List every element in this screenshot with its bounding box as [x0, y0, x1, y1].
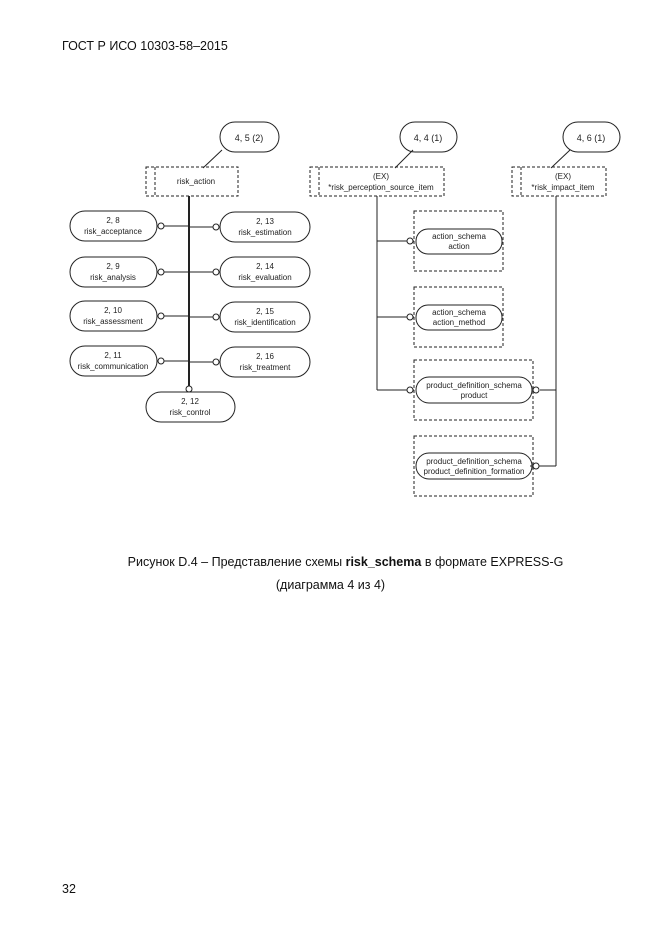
- schema-ref-oval: [415, 228, 503, 255]
- schema-ref-oval: [415, 452, 533, 480]
- ref-number: 2, 16: [256, 352, 274, 361]
- schema-item: action: [448, 242, 469, 251]
- ref-number: 2, 9: [106, 262, 120, 271]
- ref-number: 2, 13: [256, 217, 274, 226]
- schema-frame: [413, 210, 504, 272]
- relationship-end-circle: [406, 237, 414, 245]
- entity-box-risk-action: [145, 166, 239, 197]
- page-ref-label: 4, 6 (1): [577, 133, 606, 143]
- entity-label: risk_action: [177, 177, 215, 186]
- ref-oval: [219, 256, 311, 288]
- connector-line: [550, 149, 571, 169]
- connector-line: [202, 149, 223, 169]
- entity-box-impact: [511, 166, 607, 197]
- relationship-end-circle: [212, 223, 220, 231]
- schema-frame: [413, 359, 534, 421]
- ref-name: risk_control: [170, 408, 211, 417]
- ref-number: 2, 11: [104, 351, 122, 360]
- ref-number: 2, 10: [104, 306, 122, 315]
- relationship-end-circle: [157, 357, 165, 365]
- ref-name: risk_communication: [78, 362, 149, 371]
- ref-number: 2, 14: [256, 262, 274, 271]
- ref-name: risk_evaluation: [238, 273, 291, 282]
- page-ref-oval: [219, 121, 280, 153]
- page-ref-oval: [562, 121, 621, 153]
- ref-name: risk_analysis: [90, 273, 136, 282]
- ref-name: risk_treatment: [240, 363, 291, 372]
- document-header: ГОСТ Р ИСО 10303-58–2015: [62, 39, 228, 53]
- caption-line-2: (диаграмма 4 из 4): [275, 578, 386, 592]
- ref-oval: [69, 210, 158, 242]
- relationship-end-circle: [532, 462, 540, 470]
- page-number: 32: [62, 882, 76, 896]
- figure-caption: Рисунок D.4 – Представление схемы risk_s…: [0, 551, 661, 597]
- relationship-end-circle: [406, 386, 414, 394]
- ref-name: risk_identification: [234, 318, 295, 327]
- ref-oval: [219, 211, 311, 243]
- schema-item: product: [461, 391, 488, 400]
- entity-label: (EX): [555, 172, 571, 181]
- schema-ref-oval: [415, 376, 533, 404]
- ref-oval: [69, 256, 158, 288]
- page-ref-label: 4, 4 (1): [414, 133, 443, 143]
- ref-name: risk_estimation: [238, 228, 291, 237]
- ref-oval: [219, 301, 311, 333]
- schema-item: product_definition_formation: [424, 467, 525, 476]
- entity-box-perception: [309, 166, 445, 197]
- relationship-end-circle: [212, 358, 220, 366]
- ref-name: risk_acceptance: [84, 227, 142, 236]
- page-ref-oval: [399, 121, 458, 153]
- schema-name: product_definition_schema: [426, 381, 522, 390]
- caption-suffix: в формате EXPRESS-G: [424, 555, 564, 569]
- ref-number: 2, 8: [106, 216, 120, 225]
- relationship-end-circle: [212, 313, 220, 321]
- relationship-end-circle: [157, 312, 165, 320]
- ref-number: 2, 15: [256, 307, 274, 316]
- ref-name: risk_assessment: [83, 317, 143, 326]
- schema-frame: [413, 435, 534, 497]
- schema-item: action_method: [433, 318, 485, 327]
- ref-oval: [69, 300, 158, 332]
- ref-oval: [69, 345, 158, 377]
- relationship-end-circle: [157, 268, 165, 276]
- caption-prefix: Рисунок D.4 – Представление схемы: [127, 555, 343, 569]
- schema-name: action_schema: [432, 308, 486, 317]
- connector-line: [394, 149, 414, 169]
- relationship-end-circle: [406, 313, 414, 321]
- schema-frame: [413, 286, 504, 348]
- ref-oval: [219, 346, 311, 378]
- schema-ref-oval: [415, 304, 503, 331]
- schema-name: product_definition_schema: [426, 457, 522, 466]
- relationship-end-circle: [157, 222, 165, 230]
- relationship-end-circle: [532, 386, 540, 394]
- ref-number: 2, 12: [181, 397, 199, 406]
- schema-name: action_schema: [432, 232, 486, 241]
- caption-schema-name: risk_schema: [345, 555, 422, 569]
- page-ref-label: 4, 5 (2): [235, 133, 264, 143]
- entity-label: *risk_impact_item: [531, 183, 594, 192]
- relationship-end-circle: [185, 385, 193, 393]
- relationship-end-circle: [212, 268, 220, 276]
- entity-label: *risk_perception_source_item: [328, 183, 434, 192]
- entity-label: (EX): [373, 172, 389, 181]
